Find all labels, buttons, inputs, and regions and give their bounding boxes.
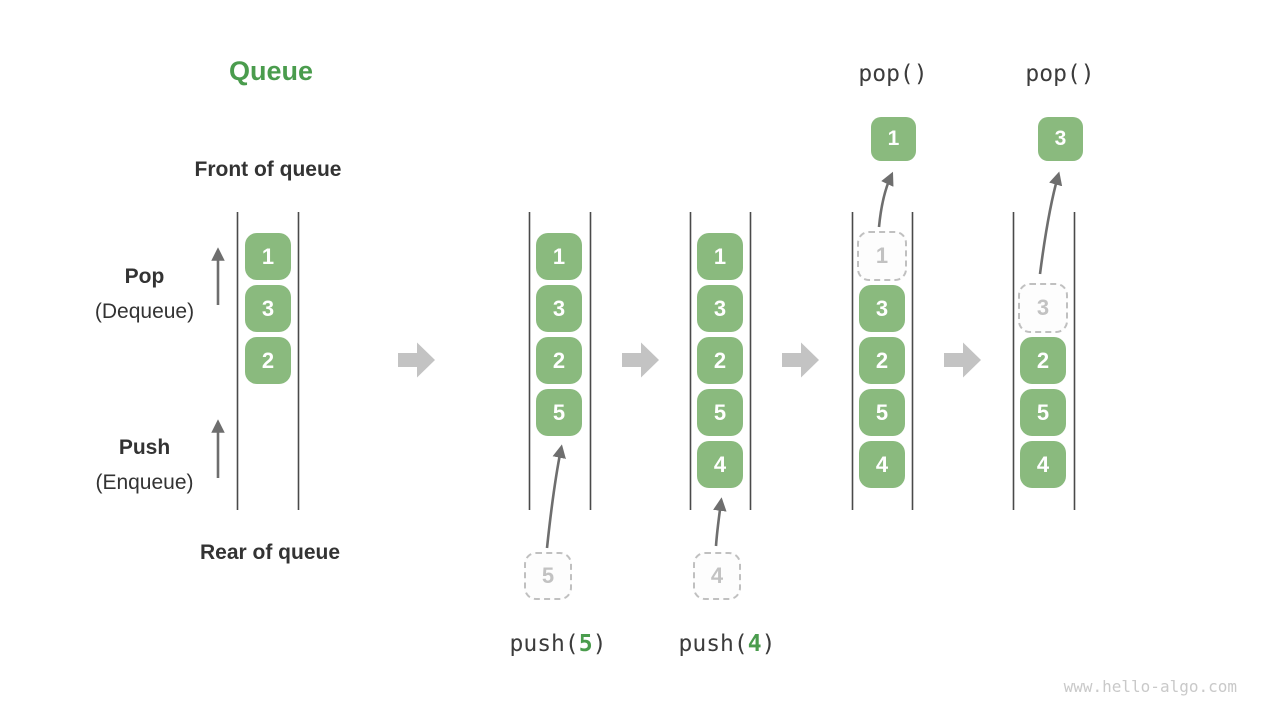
step-arrow-2 [622, 342, 659, 378]
pop-arrow-1 [877, 171, 894, 228]
enqueue-label: (Enqueue) [95, 471, 194, 494]
pop-arrow-3 [1038, 171, 1063, 275]
queue-item-ghost: 3 [1018, 283, 1068, 333]
diagram-title: Queue [229, 56, 314, 86]
step-arrow-1 [398, 342, 435, 378]
queue-item: 2 [245, 337, 291, 384]
pop-label: Pop [124, 265, 165, 288]
pop-dequeue-label: Pop (Dequeue) [52, 259, 237, 329]
operation-label-pop-3: pop() [1025, 61, 1095, 87]
operation-label-push-4: push(4) [627, 631, 827, 657]
step-arrow-4 [944, 342, 981, 378]
op-text: ) [592, 631, 607, 657]
queue-item: 2 [1020, 337, 1066, 384]
rear-of-queue-label: Rear of queue [199, 541, 341, 564]
queue-item: 2 [536, 337, 582, 384]
queue-item: 3 [245, 285, 291, 332]
push-enqueue-label: Push (Enqueue) [52, 430, 237, 500]
queue-item: 1 [697, 233, 743, 280]
popped-item: 1 [871, 117, 916, 161]
queue-item: 2 [697, 337, 743, 384]
queue-item: 3 [859, 285, 905, 332]
op-text: ) [761, 631, 776, 657]
queue-item: 3 [697, 285, 743, 332]
popped-item: 3 [1038, 117, 1083, 161]
queue-walls [236, 212, 1076, 510]
queue-item: 5 [859, 389, 905, 436]
queue-item: 2 [859, 337, 905, 384]
queue-item: 5 [536, 389, 582, 436]
op-text: push( [678, 631, 748, 657]
push-arrow-4 [713, 497, 727, 547]
queue-item: 5 [1020, 389, 1066, 436]
queue-item: 5 [697, 389, 743, 436]
queue-item: 4 [1020, 441, 1066, 488]
front-of-queue-label: Front of queue [194, 158, 342, 181]
operation-label-push-5: push(5) [458, 631, 658, 657]
queue-item: 4 [697, 441, 743, 488]
queue-item: 1 [245, 233, 291, 280]
queue-item-ghost: 1 [857, 231, 907, 281]
push-arrow-5 [545, 444, 566, 549]
step-arrow-3 [782, 342, 819, 378]
queue-item: 1 [536, 233, 582, 280]
push-label: Push [118, 436, 171, 459]
queue-item: 4 [859, 441, 905, 488]
dequeue-label: (Dequeue) [94, 300, 195, 323]
watermark: www.hello-algo.com [1063, 677, 1237, 696]
queue-item: 3 [536, 285, 582, 332]
pending-item: 4 [693, 552, 741, 600]
operation-label-pop-1: pop() [858, 61, 928, 87]
op-text: push( [509, 631, 579, 657]
pending-item: 5 [524, 552, 572, 600]
op-argument: 5 [578, 631, 593, 657]
op-argument: 4 [747, 631, 762, 657]
